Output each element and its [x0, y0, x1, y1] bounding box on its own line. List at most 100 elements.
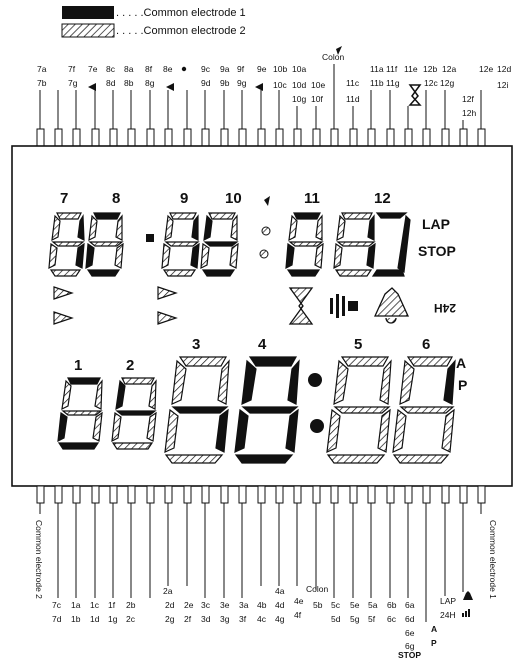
pin-label: 10a — [292, 64, 306, 74]
legend-swatch-hatched — [61, 23, 115, 38]
digit-number-9: 9 — [180, 190, 188, 207]
legend: . . . . .Common electrode 1 . . . . .Com… — [61, 6, 246, 38]
digit-3 — [164, 356, 230, 464]
hourglass-icon — [408, 84, 422, 106]
pin-label: 6d — [405, 614, 415, 624]
pin-label: 4d — [275, 600, 285, 610]
lcd-panel — [11, 145, 513, 487]
pin-label: 5c — [331, 600, 341, 610]
top-pins — [36, 128, 486, 147]
digit-9 — [161, 212, 200, 277]
pin-label: 2g — [165, 614, 175, 624]
pin-label: 6c — [387, 614, 397, 624]
pin-label: 11g — [386, 78, 400, 88]
colon-dot-icon — [308, 373, 322, 387]
pin-label: 11a — [370, 64, 384, 74]
colon-marker-icon — [336, 46, 342, 55]
pin-label: 11c — [346, 78, 360, 88]
pin-label: Common electrode 2 — [34, 520, 44, 599]
pin-label: 3c — [201, 600, 211, 610]
digit-4 — [234, 356, 300, 464]
pin-label: 3a — [239, 600, 249, 610]
pin-label: Common electrode 1 — [488, 520, 498, 599]
pin-label: 12h — [462, 108, 476, 118]
pin-label: 1d — [90, 614, 100, 624]
legend-swatch-solid — [62, 6, 114, 19]
digit-7 — [48, 212, 85, 277]
pin-label: 8c — [106, 64, 116, 74]
pin-label: 5b — [313, 600, 323, 610]
pin-label: 12g — [440, 78, 454, 88]
colon-dot-icon — [310, 419, 324, 433]
pin-label: 2c — [126, 614, 136, 624]
pin-label: Colon — [306, 584, 328, 594]
digit-number-7: 7 — [60, 190, 68, 207]
pin-label: 7d — [52, 614, 62, 624]
pin-label: 2a — [163, 586, 173, 596]
digit-number-6: 6 — [422, 336, 430, 353]
digit-number-4: 4 — [258, 336, 267, 353]
pin-label: 9g — [237, 78, 247, 88]
pin-label: 12c — [424, 78, 438, 88]
pin-label: LAP — [440, 596, 456, 606]
pin-label: 10f — [311, 94, 323, 104]
pin-label: 3e — [220, 600, 230, 610]
pin-label: 11d — [346, 94, 360, 104]
pin-label: 12e — [479, 64, 493, 74]
pin-label: 7b — [37, 78, 47, 88]
pin-label: 8e — [163, 64, 173, 74]
pin-label: 1c — [90, 600, 100, 610]
p-indicator: P — [458, 377, 467, 393]
digit-number-2: 2 — [126, 357, 134, 374]
digit-11 — [285, 212, 324, 277]
24h-indicator: 24H — [434, 301, 456, 315]
stop-indicator: STOP — [418, 243, 456, 259]
pin-label: 6g — [405, 641, 415, 651]
pin-label: 5e — [350, 600, 360, 610]
pin-label: 9f — [237, 64, 245, 74]
pin-label: 4b — [257, 600, 267, 610]
pin-label: 3d — [201, 614, 211, 624]
digit-12 — [333, 212, 411, 277]
pin-label: 8g — [145, 78, 155, 88]
digit-number-12: 12 — [374, 190, 391, 207]
pin-label: P — [431, 638, 437, 648]
pin-label: 6b — [387, 600, 397, 610]
pin-label: 1b — [71, 614, 81, 624]
lap-indicator: LAP — [422, 216, 450, 232]
pin-label: 5d — [331, 614, 341, 624]
digit-number-11: 11 — [304, 190, 320, 207]
bottom-pin-labels: Common electrode 2 7c 7d 1a 1b 1c 1d 1f … — [34, 520, 498, 659]
pin-label: 11f — [386, 64, 398, 74]
pin-label: 9e — [257, 64, 267, 74]
pin-label: 6e — [405, 628, 415, 638]
triangle-indicator-icon — [53, 286, 178, 325]
pin-label: 9b — [220, 78, 230, 88]
pin-label: 8a — [124, 64, 134, 74]
pin-label: 9c — [201, 64, 211, 74]
legend-label-2: . . . . .Common electrode 2 — [116, 25, 246, 37]
signal-icon — [330, 294, 358, 318]
digit-number-5: 5 — [354, 336, 362, 353]
digit-6 — [392, 356, 456, 464]
pin-label: 4a — [275, 586, 285, 596]
pin-label: 1f — [108, 600, 116, 610]
pin-label: 3f — [239, 614, 247, 624]
pin-label: A — [431, 624, 437, 634]
top-pin-labels: 7a 7f 7e 8c 8a 8f 8e 9c 9a 9f 9e 10b 10a… — [37, 52, 511, 118]
pin-label: 24H — [440, 610, 456, 620]
pin-label: 7a — [37, 64, 47, 74]
digit-5 — [326, 356, 392, 464]
digit-number-3: 3 — [192, 336, 200, 353]
pin-label: 9d — [201, 78, 211, 88]
pin-label: 5a — [368, 600, 378, 610]
pin-label: 7f — [68, 64, 76, 74]
pin-label: 1g — [108, 614, 118, 624]
pin-label: 7c — [52, 600, 62, 610]
bottom-pins — [36, 485, 486, 504]
pin-label: 5g — [350, 614, 360, 624]
signal-icon — [462, 609, 470, 617]
digit-2 — [111, 377, 157, 450]
pin-label: 10d — [292, 80, 306, 90]
digit-8 — [85, 212, 124, 277]
